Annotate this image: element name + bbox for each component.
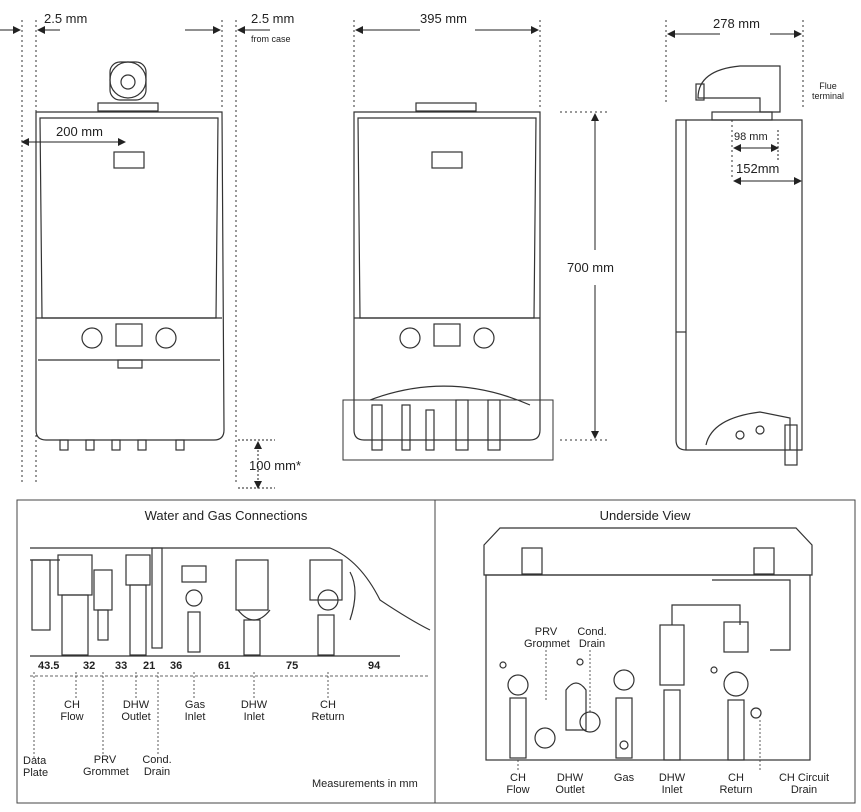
under-ch-flow-line2: Flow [506, 784, 530, 797]
measure-61: 61 [218, 660, 231, 672]
measure-36: 36 [170, 660, 183, 672]
measure-94: 94 [368, 660, 381, 672]
under-prv-grommet-label: PRV Grommet [524, 626, 570, 651]
conn-prv-grommet-label: PRV Grommet [83, 754, 129, 779]
measure-43-5: 43.5 [38, 660, 60, 672]
conn-ch-flow-line2: Flow [60, 711, 84, 724]
underside-panel-frame [434, 499, 856, 804]
conn-ch-return-line1: CH [320, 699, 336, 711]
under-ch-circuit-drain-label: CH Circuit Drain [776, 772, 832, 796]
conn-ch-flow-line1: CH [64, 699, 80, 711]
conn-gas-inlet-label: Gas Inlet [180, 699, 210, 723]
conn-dhw-inlet-label: DHW Inlet [238, 699, 270, 723]
connections-drawing [30, 547, 431, 677]
depth-label: 278 mm [713, 16, 760, 31]
under-dhw-outlet-line1: DHW [556, 772, 584, 784]
flue-terminal-line1: Flue [819, 81, 837, 91]
connections-panel-title: Water and Gas Connections [144, 508, 308, 523]
conn-cond-drain-label: Cond. Drain [142, 754, 172, 778]
conn-dhw-inlet-line1: DHW [240, 699, 268, 711]
conn-prv-grommet-line2: Grommet [83, 766, 129, 779]
under-dhw-inlet-label: DHW Inlet [656, 772, 688, 796]
conn-dhw-outlet-label: DHW Outlet [118, 699, 154, 723]
conn-data-plate-line1: Data [23, 755, 47, 767]
under-dhw-inlet-line2: Inlet [661, 784, 683, 797]
measure-33: 33 [115, 660, 128, 672]
conn-prv-grommet-line1: PRV [93, 754, 117, 766]
conn-gas-inlet-line2: Inlet [184, 711, 206, 724]
measure-32: 32 [83, 660, 96, 672]
conn-gas-inlet-line1: Gas [184, 699, 206, 711]
right-clearance-note: from case [251, 34, 291, 44]
flue-offset-label: 200 mm [56, 124, 103, 139]
measure-75: 75 [286, 660, 299, 672]
underside-panel-title: Underside View [599, 508, 691, 523]
left-clearance-label: 2.5 mm [44, 11, 88, 26]
under-ch-flow-label: CH Flow [504, 772, 532, 796]
conn-dhw-inlet-line2: Inlet [243, 711, 265, 724]
side-152-label: 152mm [736, 161, 780, 176]
conn-dhw-outlet-line1: DHW [122, 699, 150, 711]
under-dhw-outlet-line2: Outlet [555, 784, 585, 797]
measurements-footnote: Measurements in mm [312, 778, 418, 790]
flue-terminal-line2: terminal [812, 90, 845, 101]
height-label: 700 mm [567, 260, 614, 275]
bottom-clearance-label: 100 mm* [249, 458, 302, 473]
front-view-left [21, 20, 237, 485]
conn-ch-return-label: CH Return [308, 699, 348, 723]
connections-panel-frame [16, 499, 436, 804]
conn-ch-return-line2: Return [311, 711, 345, 724]
under-gas-line1: Gas [613, 772, 635, 784]
under-ch-return-line1: CH [728, 772, 744, 784]
flue-terminal-label: Flue terminal [812, 81, 845, 102]
under-ch-return-line2: Return [719, 784, 753, 797]
under-ch-flow-line1: CH [510, 772, 526, 784]
under-ch-circuit-drain-line2: Drain [790, 784, 818, 797]
conn-data-plate-label: Data Plate [23, 755, 48, 779]
under-ch-return-label: CH Return [716, 772, 756, 796]
conn-cond-drain-line2: Drain [143, 766, 171, 779]
conn-cond-drain-line1: Cond. [142, 754, 172, 766]
under-cond-drain-line2: Drain [578, 638, 606, 651]
under-dhw-inlet-line1: DHW [658, 772, 686, 784]
under-ch-circuit-drain-line1: CH Circuit [778, 772, 830, 784]
right-clearance-label: 2.5 mm [251, 11, 295, 26]
under-cond-drain-line1: Cond. [577, 626, 607, 638]
conn-data-plate-line2: Plate [23, 767, 49, 780]
side-view [665, 20, 804, 466]
under-gas-label: Gas [610, 772, 638, 784]
measure-21: 21 [143, 660, 156, 672]
conn-dhw-outlet-line2: Outlet [121, 711, 151, 724]
under-prv-grommet-line2: Grommet [524, 638, 570, 651]
conn-ch-flow-label: CH Flow [58, 699, 86, 723]
side-98-label: 98 mm [734, 131, 768, 143]
underside-drawing [483, 527, 813, 761]
width-label: 395 mm [420, 11, 467, 26]
front-view-middle [342, 20, 610, 461]
under-dhw-outlet-label: DHW Outlet [552, 772, 588, 796]
under-prv-grommet-line1: PRV [534, 626, 558, 638]
under-cond-drain-label: Cond. Drain [576, 626, 608, 650]
